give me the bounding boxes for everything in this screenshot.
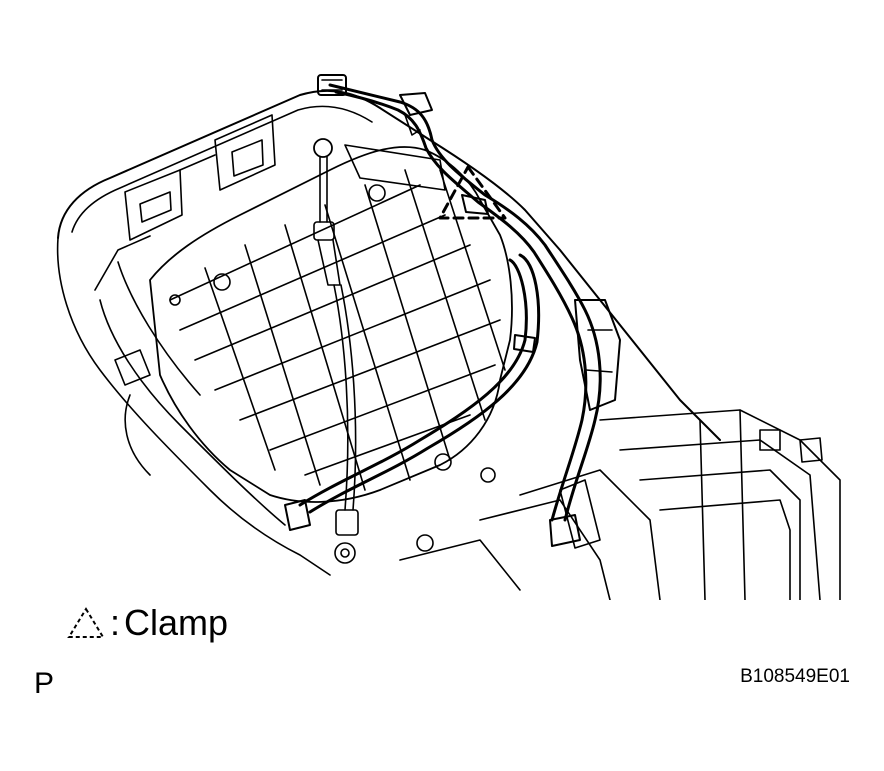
rear-brackets: [124, 114, 276, 241]
clamp-callout-marker: [438, 165, 507, 220]
legend-label-clamp: Clamp: [124, 602, 229, 643]
shift-control-rod: [313, 138, 359, 564]
housing-outline: [56, 89, 721, 576]
view-letter: P: [34, 667, 55, 700]
figure-code: B108549E01: [740, 666, 850, 687]
legend-colon: :: [110, 602, 121, 643]
lower-housing-right: [399, 409, 841, 600]
dashed-triangle-clamp-symbol: [67, 607, 105, 638]
transmission-body: [114, 144, 513, 552]
wire-loop-left: [284, 253, 541, 531]
transmission-wiring-illustration: [56, 74, 841, 600]
wire-harness: [317, 74, 621, 549]
legend: : Clamp: [66, 600, 228, 646]
